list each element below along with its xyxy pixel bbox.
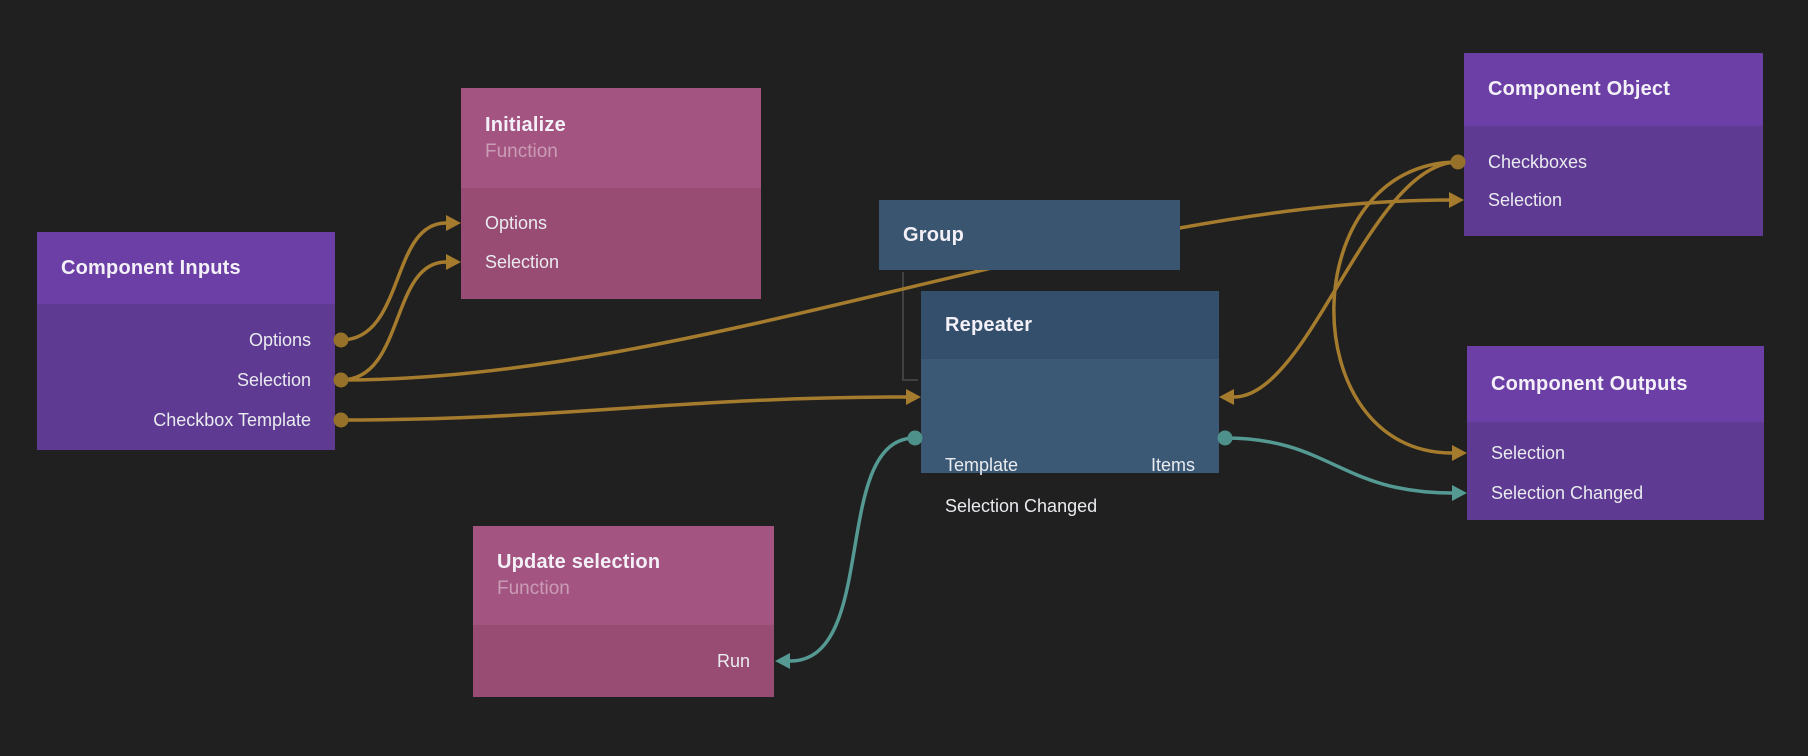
node-title: Repeater (945, 313, 1033, 336)
node-header: Component Object (1464, 53, 1763, 126)
port-run-input[interactable]: Run (716, 651, 750, 671)
node-body: Options Selection (461, 188, 761, 299)
node-body: Checkboxes Selection (1464, 126, 1763, 236)
port-options-input[interactable]: Options (485, 213, 548, 233)
node-component-object[interactable]: Component Object Checkboxes Selection (1464, 53, 1763, 236)
node-component-outputs[interactable]: Component Outputs Selection Selection Ch… (1467, 346, 1764, 520)
node-subtitle: Function (497, 578, 570, 599)
port-selection-input[interactable]: Selection (1488, 190, 1563, 210)
connection-repeater-selectionchanged-to-outputs-selectionchanged[interactable] (1224, 436, 1453, 495)
node-header: Group (879, 200, 1180, 270)
node-title: Update selection (497, 551, 661, 573)
connection-repeater-selectionchanged-to-update-run[interactable] (789, 436, 916, 663)
connection-object-checkboxes-to-outputs-selection[interactable] (1332, 160, 1459, 455)
port-selection-input[interactable]: Selection (485, 252, 560, 272)
connection-inputs-template-to-repeater-template[interactable] (340, 395, 907, 422)
node-title: Group (903, 223, 964, 246)
node-body: Options Selection Checkbox Template (37, 304, 335, 450)
node-group[interactable]: Group (879, 200, 1180, 270)
port-checkboxes-output[interactable]: Checkboxes (1488, 152, 1588, 172)
node-body: Run (473, 625, 774, 697)
node-subtitle: Function (485, 140, 558, 162)
node-header: Update selection Function (473, 526, 774, 625)
node-body: Selection Selection Changed (1467, 422, 1764, 520)
node-repeater[interactable]: Repeater Template Items Selection Change… (921, 291, 1219, 516)
node-component-inputs[interactable]: Component Inputs Options Selection Check… (37, 232, 335, 450)
node-update-selection[interactable]: Update selection Function Run (473, 526, 774, 697)
connection-object-checkboxes-to-repeater-items[interactable] (1233, 160, 1459, 399)
hierarchy-line-group-repeater (902, 272, 918, 381)
node-header: Component Outputs (1467, 346, 1764, 422)
port-items-input[interactable]: Items (1150, 455, 1195, 475)
node-title: Initialize (485, 113, 566, 136)
port-options-output[interactable]: Options (248, 330, 311, 350)
node-initialize[interactable]: Initialize Function Options Selection (461, 88, 761, 299)
connection-inputs-selection-to-object-selection[interactable] (340, 198, 1450, 382)
node-header: Initialize Function (461, 88, 761, 188)
connection-inputs-options-to-initialize-options[interactable] (340, 221, 447, 342)
port-template-input[interactable]: Template (945, 455, 1019, 475)
node-header: Repeater (921, 291, 1219, 359)
port-selection-changed-input[interactable]: Selection Changed (1491, 483, 1644, 503)
node-title: Component Inputs (61, 256, 241, 279)
node-title: Component Outputs (1491, 372, 1688, 395)
port-selection-input[interactable]: Selection (1491, 443, 1566, 463)
connection-inputs-selection-to-initialize-selection[interactable] (340, 260, 447, 382)
port-checkbox-template-output[interactable]: Checkbox Template (153, 410, 311, 430)
node-body: Template Items Selection Changed (921, 359, 1219, 516)
node-header: Component Inputs (37, 232, 335, 304)
port-selection-output[interactable]: Selection (236, 370, 311, 390)
port-selection-changed-output[interactable]: Selection Changed (945, 496, 1098, 516)
node-title: Component Object (1488, 78, 1671, 100)
